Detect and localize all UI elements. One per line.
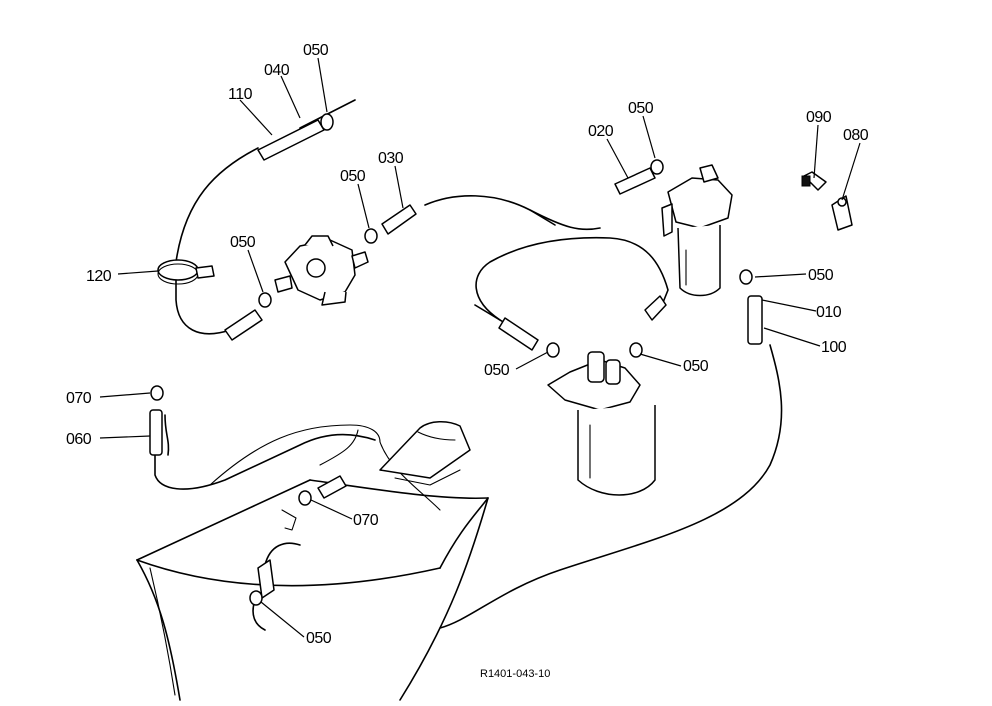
label-080: 080 xyxy=(843,127,869,144)
label-040: 040 xyxy=(264,62,290,79)
label-090: 090 xyxy=(806,109,832,126)
fuel-filter xyxy=(661,164,733,297)
label-050-pump-out: 050 xyxy=(340,168,366,185)
fuel-tank xyxy=(136,421,489,701)
band-clamp-120 xyxy=(157,259,215,285)
label-110: 110 xyxy=(228,86,253,103)
label-030: 030 xyxy=(378,150,404,167)
hose-clamps xyxy=(150,113,753,606)
label-100: 100 xyxy=(821,339,847,356)
label-050-top: 050 xyxy=(303,42,329,59)
leader-lines xyxy=(99,57,861,638)
label-050-filter-top: 050 xyxy=(628,100,654,117)
label-070-left: 070 xyxy=(66,390,92,407)
bolt-and-strip xyxy=(801,171,853,231)
label-050-right: 050 xyxy=(808,267,834,284)
fuel-pump xyxy=(274,235,369,306)
label-060: 060 xyxy=(66,431,92,448)
label-070-tank: 070 xyxy=(353,512,379,529)
label-020: 020 xyxy=(588,123,614,140)
reference-code: R1401-043-10 xyxy=(480,668,550,680)
label-050-separator-left: 050 xyxy=(484,362,510,379)
label-010: 010 xyxy=(816,304,842,321)
label-050-pump-in: 050 xyxy=(230,234,256,251)
label-120: 120 xyxy=(86,268,112,285)
label-050-bottom: 050 xyxy=(306,630,332,647)
part-number-labels: 110 040 050 050 030 050 020 050 090 080 … xyxy=(66,42,869,680)
water-separator xyxy=(547,351,656,496)
hose-segments xyxy=(149,119,763,599)
label-050-separator-right: 050 xyxy=(683,358,709,375)
